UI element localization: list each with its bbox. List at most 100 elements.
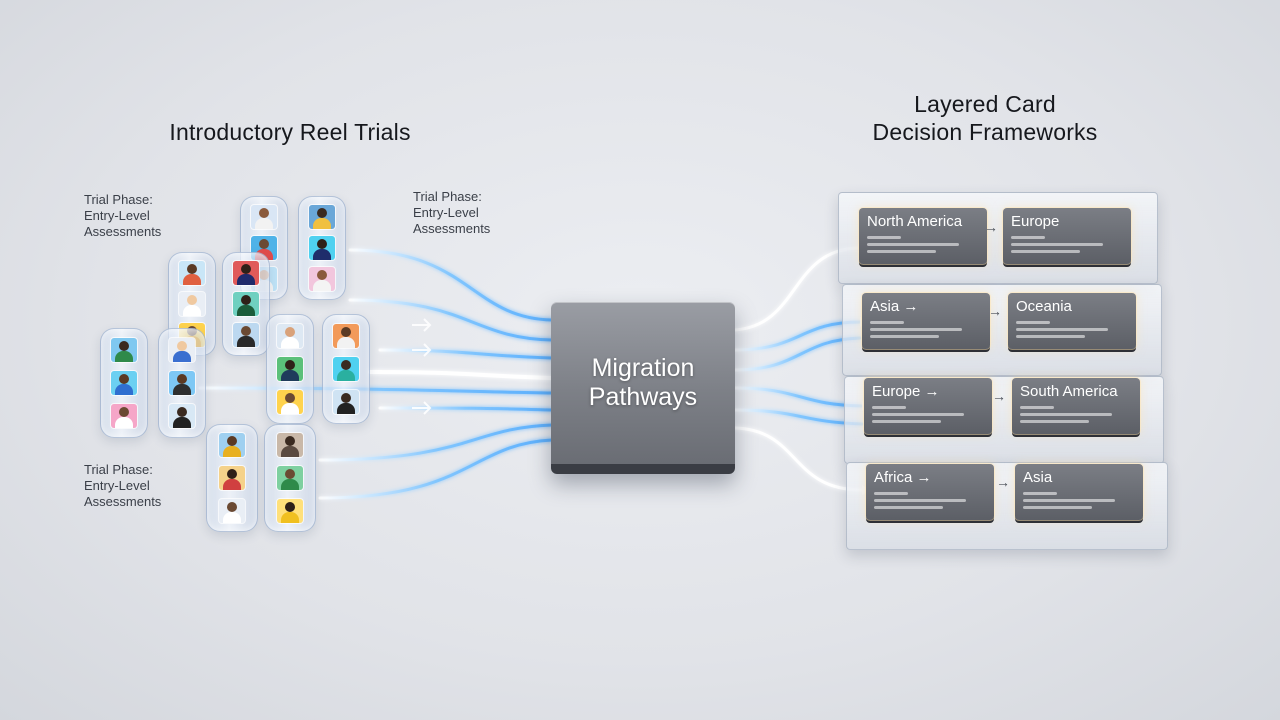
person-portrait-icon [179,260,205,285]
person-portrait-icon [219,465,245,490]
region-card-title: Asia [1023,469,1053,486]
phase-label-line: Trial Phase: [413,189,482,204]
person-portrait-icon [277,356,303,381]
region-card: North America [859,208,987,264]
person-portrait-icon [277,323,303,348]
text-placeholder [874,506,944,509]
phase-label-line: Entry-Level [84,208,150,223]
flow-line [378,348,554,360]
reel [264,424,316,532]
person-portrait-icon [169,404,195,429]
reel [266,314,314,424]
migration-pathways-hub: Migration Pathways [551,302,735,474]
flow-line [368,370,554,380]
flow-line [733,386,864,408]
right-arrow-icon: → [984,219,998,235]
reel [322,314,370,424]
reel [298,196,346,300]
text-placeholder [1011,243,1103,246]
hub-label: Migration Pathways [589,354,697,412]
text-placeholder [1023,492,1057,495]
phase-label-line: Entry-Level [413,205,479,220]
phase-label: Trial Phase: Entry-Level Assessments [84,462,161,510]
region-card: Oceania [1008,293,1136,349]
region-card-title: Oceania [1016,298,1072,315]
region-card-title: North America [867,213,963,230]
reel [100,328,148,438]
right-arrow-icon [412,401,432,415]
person-portrait-icon [277,465,303,490]
flow-line [318,438,554,500]
region-card: Asia [1015,464,1143,520]
person-portrait-icon [277,433,303,458]
text-placeholder [1011,250,1081,253]
phase-label: Trial Phase: Entry-Level Assessments [84,192,161,240]
flow-line [733,246,860,332]
person-portrait-icon [111,337,137,362]
person-portrait-icon [219,433,245,458]
person-portrait-icon [111,404,137,429]
right-arrow-icon [412,343,432,357]
region-card-title: Africa → [874,469,932,486]
left-title: Introductory Reel Trials [169,119,411,145]
person-portrait-icon [333,390,359,415]
person-portrait-icon [169,370,195,395]
text-placeholder [1020,420,1090,423]
flow-line [198,386,554,395]
phase-label-line: Assessments [84,494,162,509]
flow-line [733,426,864,492]
right-arrow-icon: → [988,303,1002,319]
region-card: Africa → [866,464,994,520]
person-portrait-icon [179,291,205,316]
region-card-title: Europe [1011,213,1060,230]
person-portrait-icon [251,204,277,229]
flow-line [318,423,554,462]
region-card: Europe → [864,378,992,434]
region-card-title: Asia → [870,298,919,315]
person-portrait-icon [233,260,259,285]
person-portrait-icon [233,323,259,348]
text-placeholder [1016,321,1050,324]
region-card: Europe [1003,208,1131,264]
region-card: South America [1012,378,1140,434]
text-placeholder [1016,328,1108,331]
phase-label-line: Entry-Level [84,478,150,493]
phase-label-line: Assessments [413,221,491,236]
right-title: Layered Card Decision Frameworks [835,90,1135,146]
right-arrow-icon: → [992,388,1006,404]
text-placeholder [1020,413,1112,416]
phase-label-line: Assessments [84,224,162,239]
flow-line [348,298,554,342]
phase-label-line: Trial Phase: [84,192,153,207]
person-portrait-icon [309,204,335,229]
hub-label-line-1: Migration [591,354,695,382]
right-arrow-icon: → [996,474,1010,490]
text-placeholder [874,499,966,502]
right-arrow-icon [412,318,432,332]
reel [158,328,206,438]
text-placeholder [1016,335,1086,338]
flow-line [733,408,864,426]
text-placeholder [874,492,908,495]
text-placeholder [872,420,942,423]
region-card-title: Europe → [872,383,940,400]
person-portrait-icon [333,356,359,381]
flow-line [348,248,554,322]
text-placeholder [872,413,964,416]
text-placeholder [872,406,906,409]
person-portrait-icon [309,267,335,292]
person-portrait-icon [277,498,303,523]
text-placeholder [867,243,959,246]
reel [206,424,258,532]
phase-label-line: Trial Phase: [84,462,153,477]
text-placeholder [1023,499,1115,502]
text-placeholder [1011,236,1045,239]
reel [222,252,270,356]
region-card-title: South America [1020,383,1118,400]
person-portrait-icon [111,370,137,395]
text-placeholder [867,236,901,239]
phase-label: Trial Phase: Entry-Level Assessments [413,189,490,237]
flow-line [733,336,862,372]
text-placeholder [870,321,904,324]
